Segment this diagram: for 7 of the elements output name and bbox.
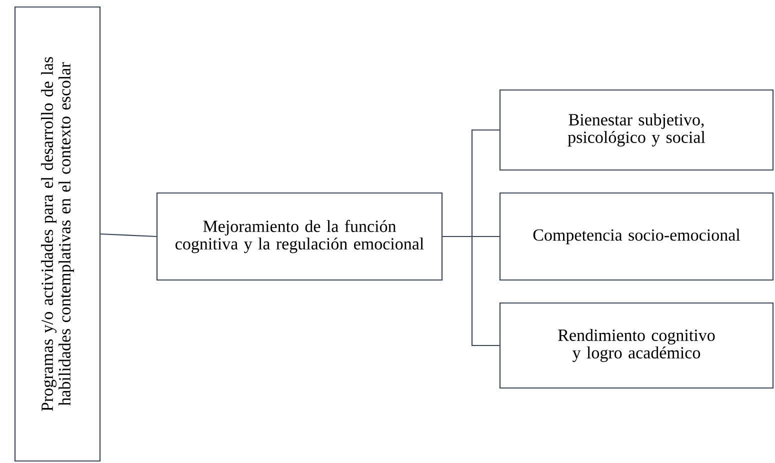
text-box: Mejoramiento de la función cognitiva y la regulación emocional [156,192,443,281]
connector-line [442,236,500,346]
text-box: Bienestar subjetivo, psicológico y social [499,89,774,171]
connector-line [100,233,156,238]
text-box: Programas y/o actividades para el desarrollo de las habilidades contemplativas en el contexto escolar [14,6,101,462]
text-box: Rendimiento cognitivo y logro académico [499,302,774,389]
text-box: Competencia socio-emocional [499,192,774,281]
